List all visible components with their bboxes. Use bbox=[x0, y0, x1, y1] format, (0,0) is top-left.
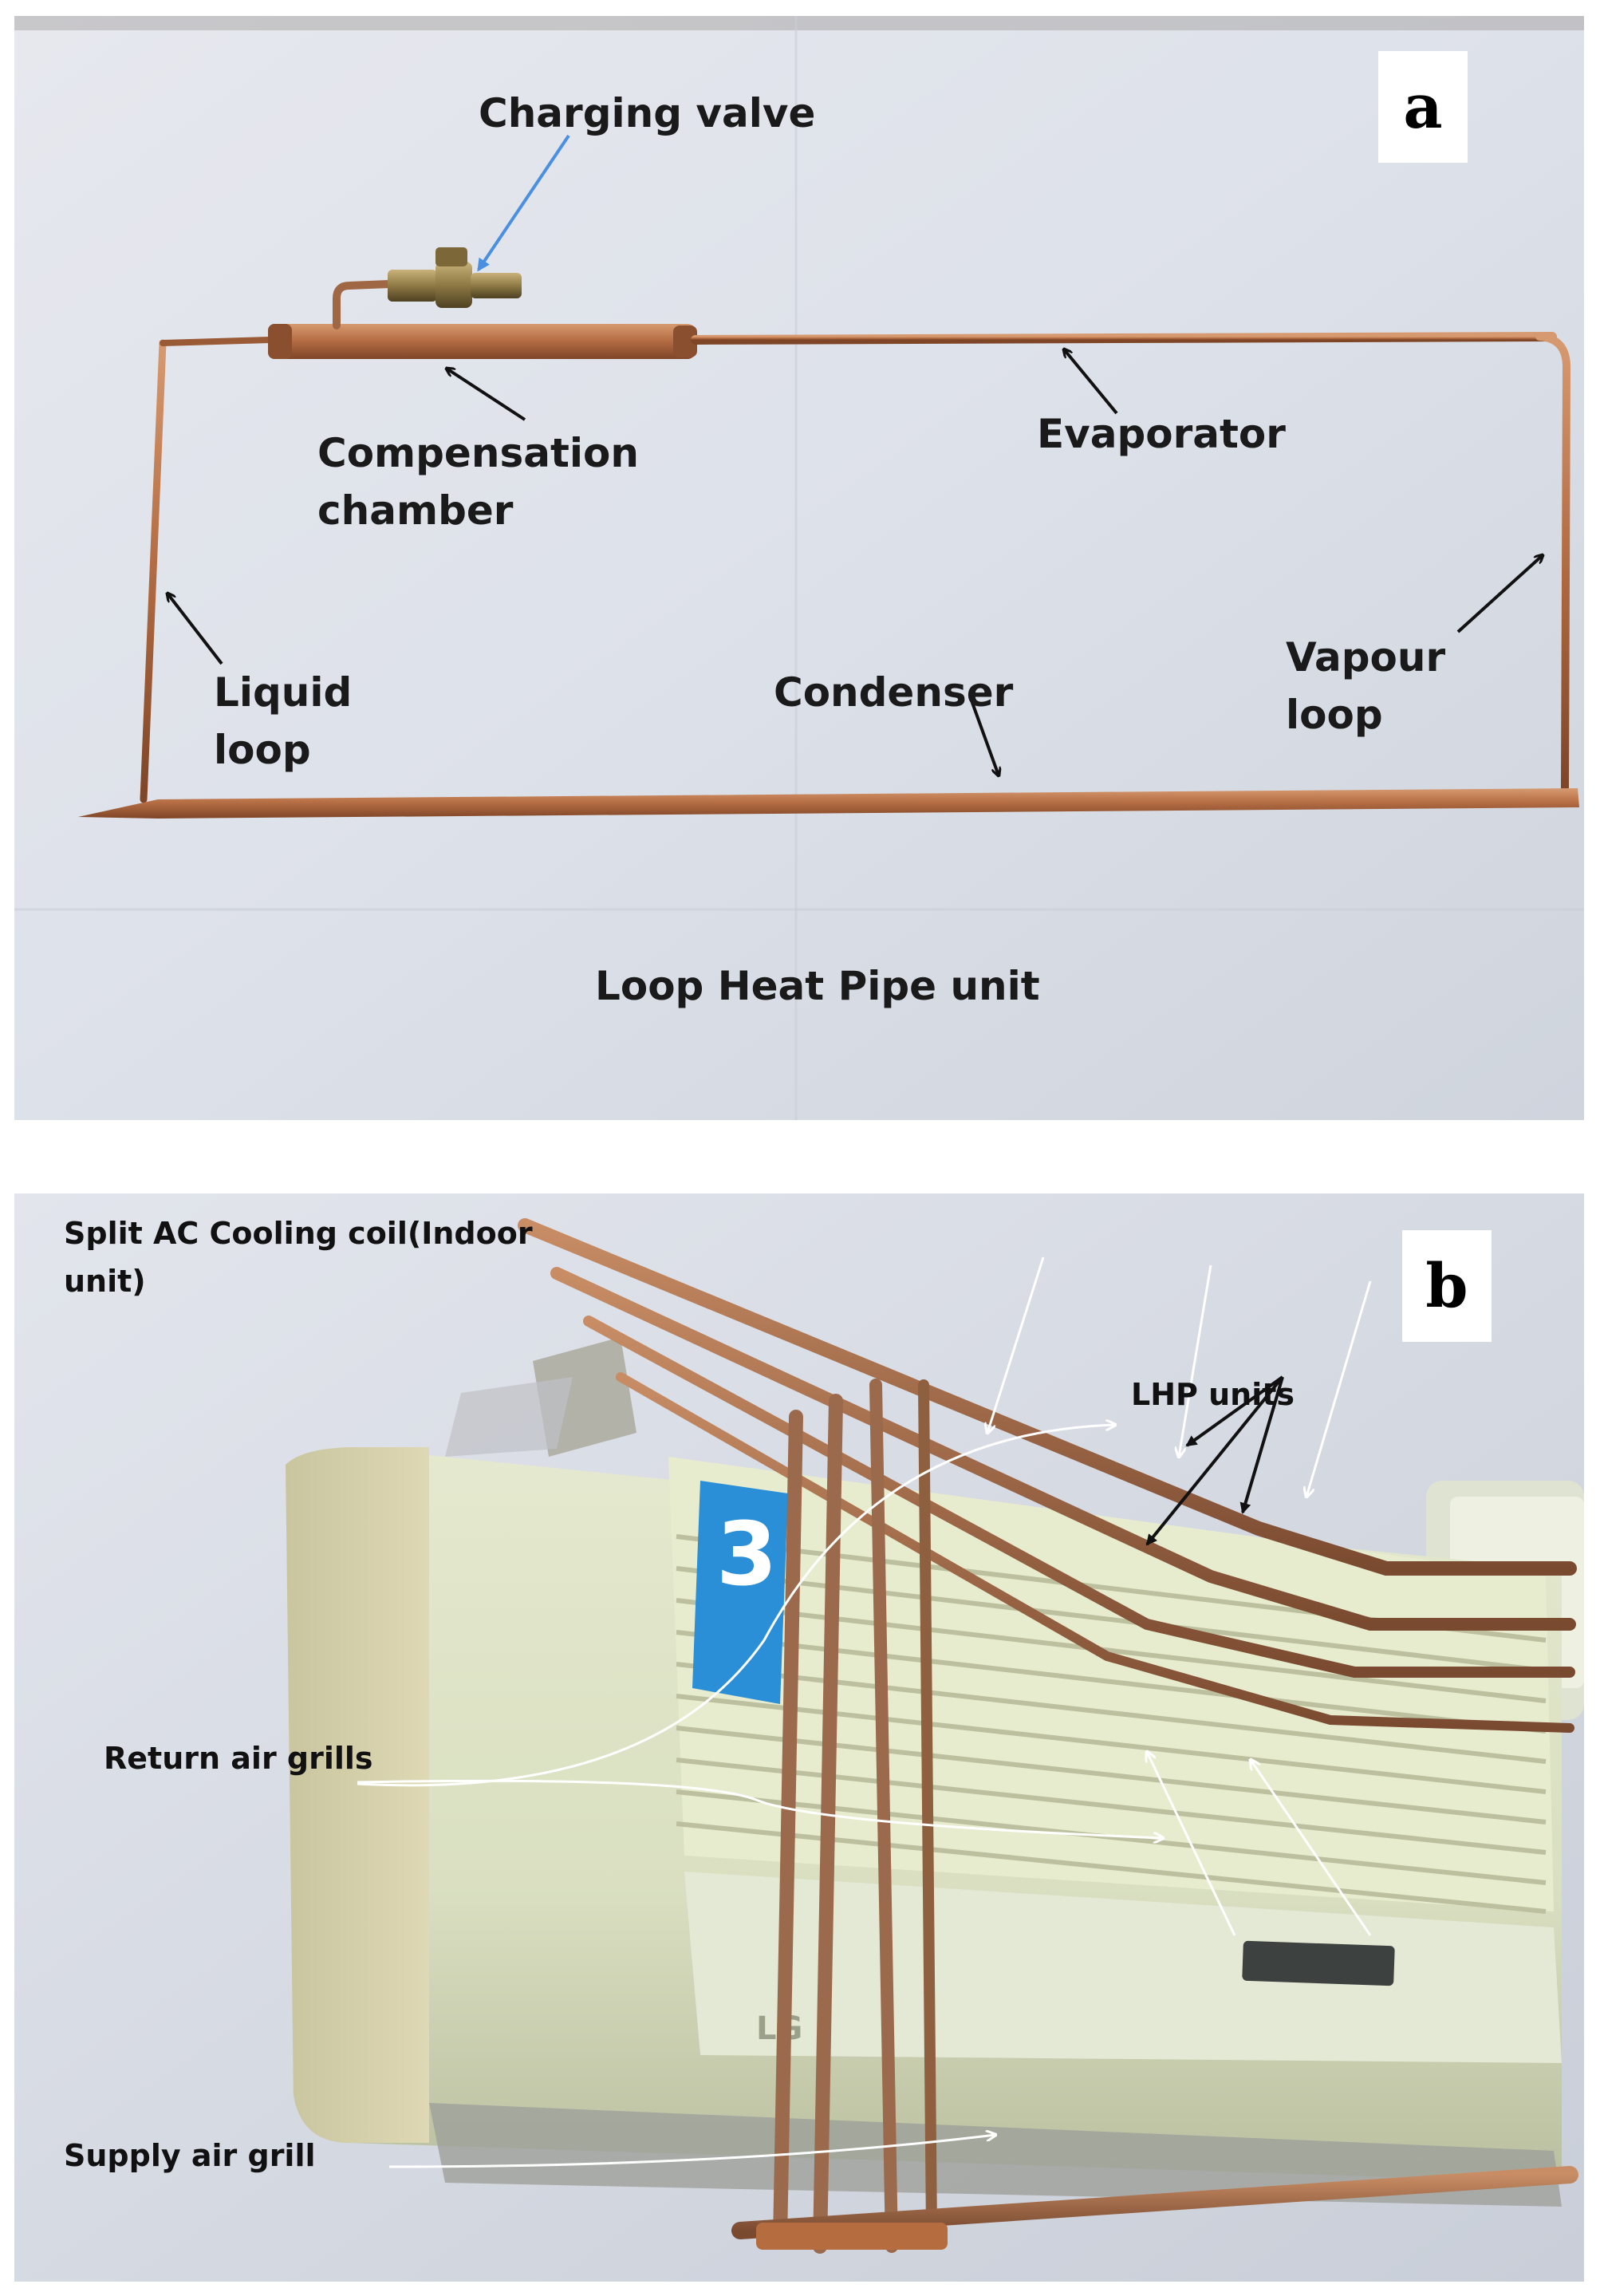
sticker-3 bbox=[692, 1481, 788, 1704]
panel-a-scene bbox=[14, 16, 1584, 1120]
display-window bbox=[1242, 1940, 1395, 1986]
arrow-compensation-chamber bbox=[447, 369, 526, 421]
arrow-charging-valve bbox=[477, 134, 570, 272]
liquid-loop-pipe bbox=[140, 339, 167, 803]
loop-heat-pipe bbox=[78, 247, 1579, 819]
arrow-lhp-1 bbox=[1185, 1375, 1284, 1447]
vapour-loop-pipe bbox=[1535, 333, 1571, 792]
panel-b-black-arrows bbox=[1145, 1375, 1284, 1546]
panel-b-scene: 3 LG bbox=[14, 1193, 1584, 2282]
label-split-ac-cooling-coil: Split AC Cooling coil(Indoor unit) bbox=[64, 1216, 533, 1299]
label-condenser: Condenser bbox=[774, 669, 1014, 716]
label-vapour-loop: Vapour loop bbox=[1286, 634, 1446, 738]
arrow-lhp-3 bbox=[1239, 1376, 1284, 1514]
panel-a-photo: a Charging valve Compensation chamber Ev… bbox=[14, 16, 1584, 1120]
label-evaporator: Evaporator bbox=[1037, 411, 1286, 457]
label-lhp-units: LHP units bbox=[1131, 1377, 1295, 1412]
panel-b-badge: b bbox=[1402, 1230, 1492, 1342]
label-return-air-grills: Return air grills bbox=[104, 1741, 373, 1776]
arrow-condenser bbox=[970, 700, 999, 775]
panel-b-photo: 3 LG bbox=[14, 1193, 1584, 2282]
arrow-lhp-2 bbox=[1145, 1375, 1284, 1546]
compensation-chamber bbox=[268, 324, 696, 359]
lhp-units bbox=[518, 1218, 1578, 2254]
condenser-pipe bbox=[78, 788, 1579, 819]
panel-a-arrows bbox=[167, 134, 1543, 775]
panel-a-badge: a bbox=[1378, 51, 1468, 163]
evaporator-pipe bbox=[691, 332, 1557, 345]
arrow-vapour-loop bbox=[1456, 555, 1543, 633]
caption-loop-heat-pipe-unit: Loop Heat Pipe unit bbox=[595, 963, 1040, 1009]
unit-number: 3 bbox=[716, 1503, 778, 1605]
panel-b-white-arrows bbox=[357, 1256, 1372, 2168]
label-supply-air-grill: Supply air grill bbox=[64, 2138, 316, 2173]
charging-valve bbox=[333, 247, 522, 329]
white-board-background bbox=[14, 16, 1584, 1120]
arrow-liquid-loop bbox=[167, 594, 223, 665]
supply-air-grill bbox=[429, 2103, 1562, 2207]
label-compensation-chamber: Compensation chamber bbox=[317, 430, 639, 534]
arrow-evaporator bbox=[1064, 349, 1118, 415]
label-liquid-loop: Liquid loop bbox=[214, 669, 353, 773]
label-charging-valve: Charging valve bbox=[479, 90, 816, 136]
